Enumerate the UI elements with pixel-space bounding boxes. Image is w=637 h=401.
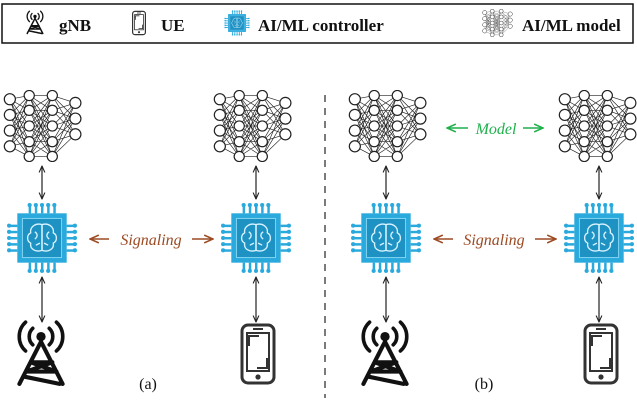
gnb-model-icon	[3, 90, 82, 162]
gnb-controller-chip-icon	[350, 202, 422, 274]
ue-controller-chip-icon	[563, 202, 635, 274]
legend-box: gNB UE AI/ML controller AI/ML model	[1, 3, 634, 44]
ue-model-icon	[213, 90, 292, 162]
ue-phone-icon	[583, 323, 619, 385]
panel-b: Model Signaling (b)	[348, 90, 637, 393]
signaling-label-b: Signaling	[463, 232, 524, 249]
caption-b: (b)	[475, 376, 494, 393]
phone-icon	[131, 10, 147, 36]
legend-label-ue: UE	[161, 16, 185, 35]
signaling-label-a: Signaling	[120, 232, 181, 249]
panel-a: Signaling (a)	[3, 90, 292, 393]
ue-controller-chip-icon	[220, 202, 292, 274]
model-label-b: Model	[475, 121, 517, 138]
gnb-tower-icon	[363, 322, 407, 384]
ue-phone-icon	[240, 323, 276, 385]
gnb-tower-icon	[19, 322, 63, 384]
ue-model-icon	[558, 90, 637, 162]
gnb-model-icon	[348, 90, 427, 162]
chip-brain-icon	[224, 10, 250, 36]
legend-label-gnb: gNB	[59, 16, 91, 35]
legend-label-model: AI/ML model	[522, 16, 621, 35]
caption-a: (a)	[139, 376, 157, 393]
legend-label-controller: AI/ML controller	[258, 16, 384, 35]
gnb-controller-chip-icon	[6, 202, 78, 274]
